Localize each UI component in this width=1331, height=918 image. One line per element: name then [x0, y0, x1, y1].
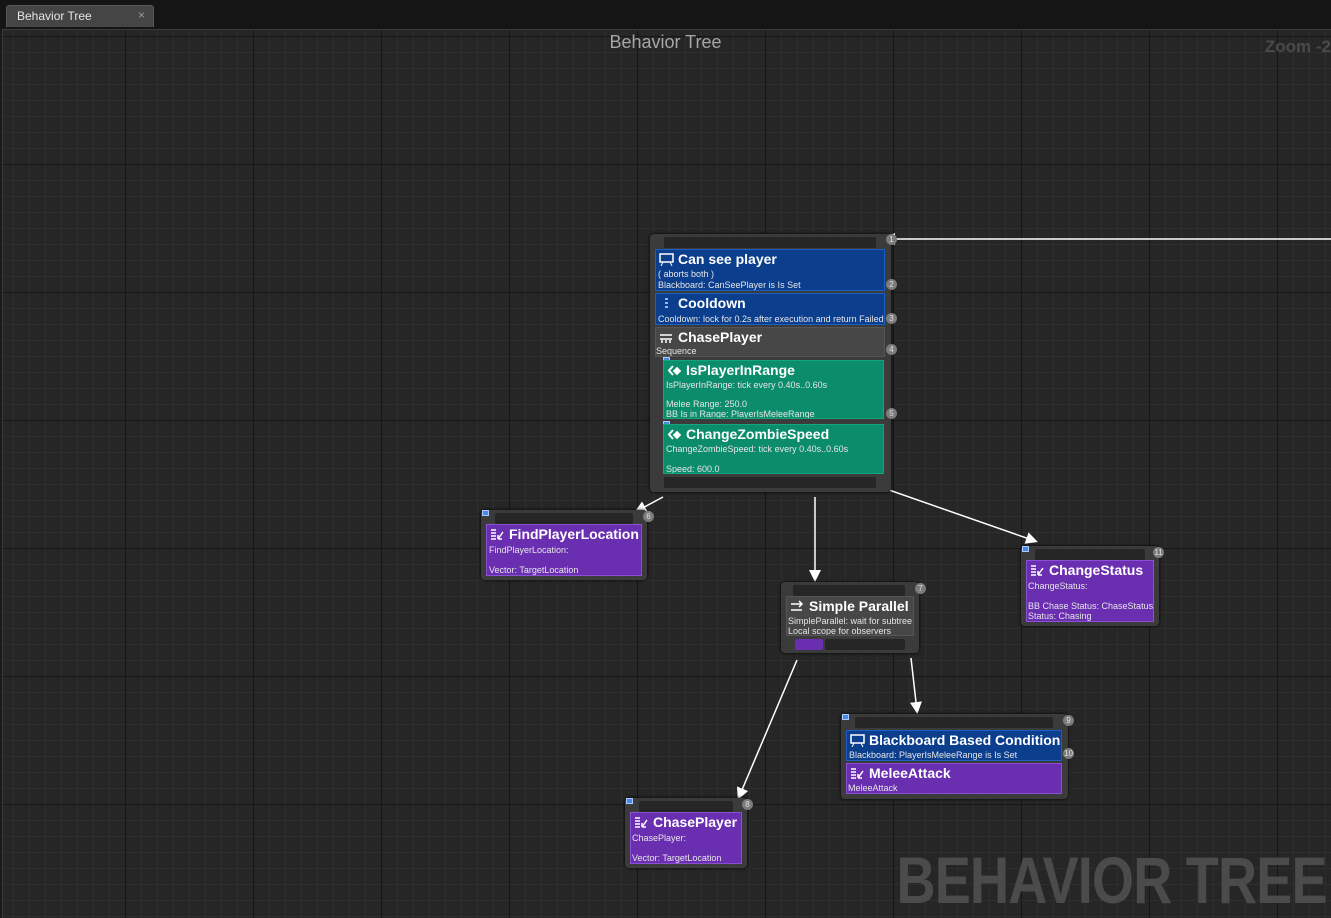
- decorator-title: Cooldown: [678, 295, 746, 311]
- execution-index-badge: 4: [886, 344, 897, 355]
- sequence-icon: [659, 331, 674, 344]
- breakpoint-flag-icon: [1022, 546, 1029, 552]
- input-pin[interactable]: [1035, 549, 1145, 560]
- composite-title: ChasePlayer: [678, 329, 763, 345]
- composite-type: Sequence: [656, 346, 697, 356]
- composite-description: SimpleParallel: wait for subtree: [788, 616, 913, 626]
- input-pin[interactable]: [793, 585, 905, 596]
- task-description: ChangeStatus:: [1028, 581, 1088, 591]
- decorator-description: Blackboard: PlayerIsMeleeRange is Is Set: [849, 750, 1018, 760]
- input-pin[interactable]: [664, 237, 876, 248]
- behavior-tree-watermark: BEHAVIOR TREE: [896, 843, 1328, 917]
- blackboard-icon: [850, 734, 865, 748]
- task-icon: [1030, 564, 1045, 577]
- zoom-level: Zoom -2: [1264, 37, 1331, 56]
- breakpoint-flag-icon: [482, 510, 489, 516]
- execution-index-badge: 1: [886, 234, 897, 245]
- blackboard-condition-decorator[interactable]: Blackboard Based Condition Blackboard: P…: [846, 730, 1062, 761]
- service-param: Speed: 600.0: [666, 464, 720, 474]
- decorator-description: Cooldown: lock for 0.2s after execution …: [658, 314, 884, 324]
- composite-title: Simple Parallel: [809, 598, 909, 614]
- service-tick: ChangeZombieSpeed: tick every 0.40s..0.6…: [666, 444, 849, 454]
- input-pin[interactable]: [639, 801, 733, 812]
- task-icon: [850, 767, 865, 780]
- decorator-title: Can see player: [678, 251, 777, 267]
- task-param: BB Chase Status: ChaseStatus: [1028, 601, 1154, 611]
- task-param: Vector: TargetLocation: [489, 565, 579, 575]
- input-pin[interactable]: [855, 717, 1053, 728]
- output-pin-main[interactable]: [795, 639, 823, 650]
- decorator-title: Blackboard Based Condition: [869, 732, 1061, 748]
- task-param: Vector: TargetLocation: [632, 853, 722, 863]
- cooldown-icon: [659, 297, 674, 310]
- cooldown-decorator[interactable]: Cooldown Cooldown: lock for 0.2s after e…: [655, 293, 885, 325]
- execution-index-badge: 10: [1063, 748, 1074, 759]
- editor-title: Behavior Tree: [609, 32, 722, 52]
- composite-description: Local scope for observers: [788, 626, 892, 636]
- task-icon: [490, 528, 505, 541]
- simple-parallel-composite[interactable]: Simple Parallel SimpleParallel: wait for…: [786, 596, 914, 636]
- chase-player-task[interactable]: ChasePlayer ChasePlayer: Vector: TargetL…: [630, 812, 742, 864]
- output-pin-background[interactable]: [825, 639, 905, 650]
- tab-bar: Behavior Tree ×: [0, 0, 1331, 29]
- blackboard-icon: [659, 253, 674, 267]
- service-param: Melee Range: 250.0: [666, 399, 748, 409]
- is-player-in-range-service[interactable]: IsPlayerInRange IsPlayerInRange: tick ev…: [663, 360, 884, 419]
- task-param: Status: Chasing: [1028, 611, 1092, 621]
- task-title: ChasePlayer: [653, 814, 738, 830]
- task-description: ChasePlayer:: [632, 833, 687, 843]
- execution-index-badge: 3: [886, 313, 897, 324]
- service-icon: [667, 428, 682, 441]
- breakpoint-flag-icon: [842, 714, 849, 720]
- service-title: ChangeZombieSpeed: [686, 426, 830, 442]
- output-pin[interactable]: [664, 477, 876, 488]
- can-see-player-decorator[interactable]: Can see player ( aborts both ) Blackboar…: [655, 249, 885, 291]
- execution-index-badge: 9: [1063, 715, 1074, 726]
- change-status-task[interactable]: ChangeStatus ChangeStatus: BB Chase Stat…: [1026, 560, 1154, 622]
- execution-index-badge: 2: [886, 279, 897, 290]
- tab-behavior-tree[interactable]: Behavior Tree ×: [6, 5, 154, 27]
- execution-index-badge: 5: [886, 408, 897, 419]
- service-title: IsPlayerInRange: [686, 362, 795, 378]
- task-description: MeleeAttack: [848, 783, 898, 793]
- input-pin[interactable]: [495, 513, 633, 524]
- service-icon: [667, 364, 682, 377]
- execution-index-badge: 6: [643, 511, 654, 522]
- task-title: ChangeStatus: [1049, 562, 1144, 578]
- execution-index-badge: 8: [742, 799, 753, 810]
- execution-index-badge: 11: [1153, 547, 1164, 558]
- task-title: FindPlayerLocation: [509, 526, 639, 542]
- service-tick: IsPlayerInRange: tick every 0.40s..0.60s: [666, 380, 828, 390]
- execution-index-badge: 7: [915, 583, 926, 594]
- close-icon[interactable]: ×: [137, 8, 145, 22]
- breakpoint-flag-icon: [626, 798, 633, 804]
- decorator-description: Blackboard: CanSeePlayer is Is Set: [658, 280, 801, 290]
- find-player-location-task[interactable]: FindPlayerLocation FindPlayerLocation: V…: [486, 524, 642, 576]
- task-title: MeleeAttack: [869, 765, 951, 781]
- decorator-abort-mode: ( aborts both ): [658, 269, 715, 279]
- change-zombie-speed-service[interactable]: ChangeZombieSpeed ChangeZombieSpeed: tic…: [663, 424, 884, 474]
- task-description: FindPlayerLocation:: [489, 545, 569, 555]
- melee-attack-task[interactable]: MeleeAttack MeleeAttack: [846, 763, 1062, 794]
- service-param: BB Is in Range: PlayerIsMeleeRange: [666, 409, 815, 419]
- sequence-composite[interactable]: ChasePlayer Sequence: [655, 327, 885, 357]
- tab-label: Behavior Tree: [17, 9, 92, 23]
- task-icon: [634, 816, 649, 829]
- parallel-icon: [790, 600, 805, 613]
